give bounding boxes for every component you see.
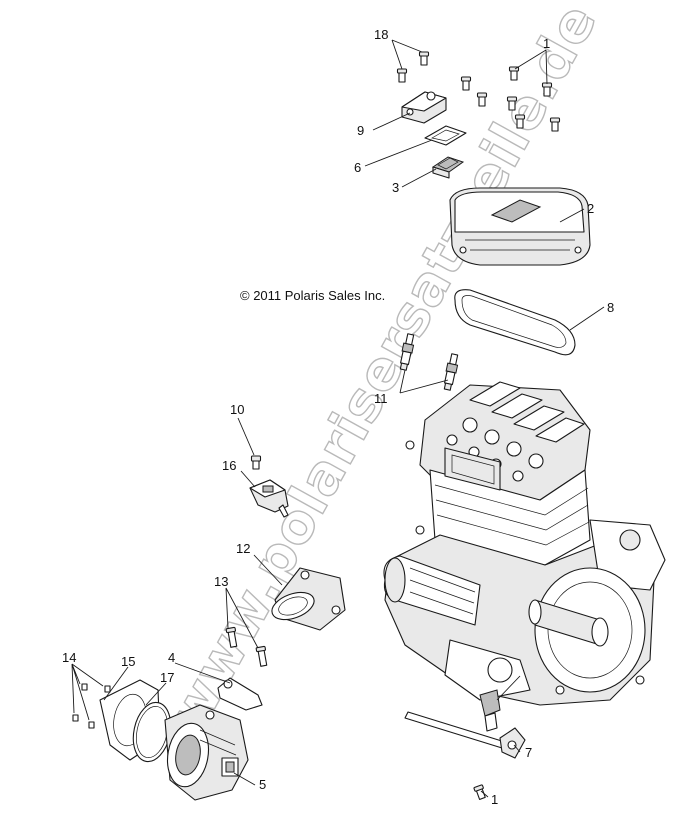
- valve-cover: [449, 187, 591, 266]
- spark-plug: [399, 333, 459, 391]
- callout-9: 9: [357, 123, 364, 138]
- callout-1-bottom: 1: [491, 792, 498, 807]
- bolt-13: [225, 626, 268, 667]
- callout-16: 16: [222, 458, 236, 473]
- screws-14: [72, 683, 111, 729]
- callout-12: 12: [236, 541, 250, 556]
- breather-housing: [401, 91, 447, 124]
- map-sensor: [249, 479, 289, 518]
- breather-gasket: [424, 125, 467, 146]
- callout-10: 10: [230, 402, 244, 417]
- engine-assembly: [383, 381, 666, 732]
- callout-11: 11: [374, 391, 388, 406]
- callout-18: 18: [374, 27, 388, 42]
- callout-1-top: 1: [543, 36, 550, 51]
- callout-4: 4: [168, 650, 175, 665]
- callout-3: 3: [392, 180, 399, 195]
- bolt-10: [250, 455, 262, 470]
- callout-14: 14: [62, 650, 76, 665]
- copyright-notice: © 2011 Polaris Sales Inc.: [240, 288, 385, 303]
- callout-17: 17: [160, 670, 174, 685]
- bolt-group-18: [396, 51, 430, 83]
- callout-13: 13: [214, 574, 228, 589]
- callout-6: 6: [354, 160, 361, 175]
- crank-sensor: [404, 711, 526, 759]
- callout-2: 2: [587, 201, 594, 216]
- intake-adapter: [271, 567, 346, 631]
- callout-15: 15: [121, 654, 135, 669]
- bolt-1-bottom: [473, 784, 486, 800]
- callout-8: 8: [607, 300, 614, 315]
- callout-5: 5: [259, 777, 266, 792]
- callout-labels: 18 1 9 6 3 2 8 11 10 16 12 13 14 15 4 17…: [62, 27, 614, 807]
- valve-cover-gasket: [454, 289, 576, 356]
- bolt-group-1-top: [460, 66, 561, 132]
- throttle-body: [164, 704, 249, 801]
- callout-7: 7: [525, 745, 532, 760]
- leader-lines: [71, 39, 605, 798]
